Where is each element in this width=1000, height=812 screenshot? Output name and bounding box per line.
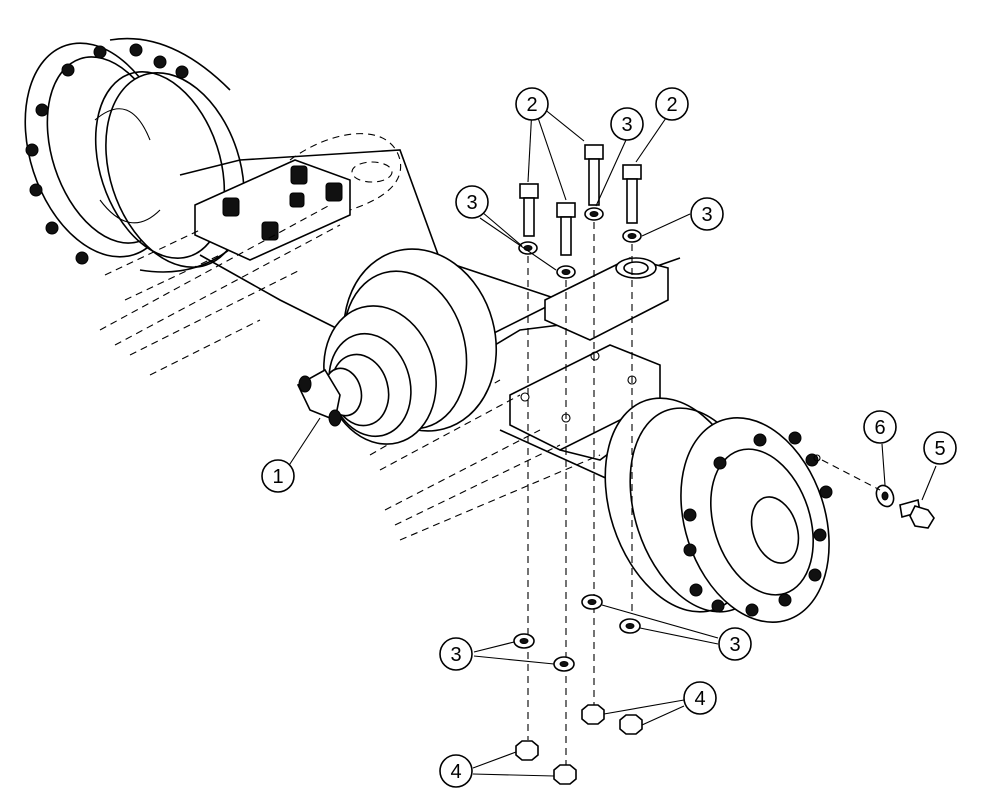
- svg-text:3: 3: [729, 634, 740, 656]
- input-yoke: [296, 367, 363, 427]
- svg-text:4: 4: [450, 761, 461, 783]
- callout-6: 6: [863, 410, 897, 444]
- callout-4-right: 4: [683, 681, 717, 715]
- upper-washers: [518, 207, 642, 279]
- svg-text:2: 2: [526, 94, 537, 116]
- callouts: 1 2 2 3 3 3 3 3: [261, 87, 957, 788]
- callout-2-right: 2: [655, 87, 689, 121]
- bolt-2-c: [584, 144, 604, 206]
- lower-washers: [513, 594, 641, 672]
- right-wheel-hub: [604, 397, 833, 623]
- svg-text:3: 3: [621, 114, 632, 136]
- callout-4-left: 4: [439, 754, 473, 788]
- callout-3-upper-right: 3: [690, 197, 724, 231]
- svg-text:6: 6: [874, 417, 885, 439]
- callout-1: 1: [261, 459, 295, 493]
- bolt-2-a: [519, 183, 539, 237]
- right-hub-lug-bolts: [683, 431, 833, 617]
- bolt-2-d: [622, 164, 642, 224]
- bolt-centerlines: [527, 222, 633, 766]
- bolt-2-b: [556, 202, 576, 256]
- svg-text:3: 3: [466, 192, 477, 214]
- mounting-bolts: [519, 144, 642, 256]
- svg-text:2: 2: [666, 94, 677, 116]
- svg-text:4: 4: [694, 688, 705, 710]
- callout-5: 5: [923, 431, 957, 465]
- leader-lines: [285, 103, 937, 777]
- svg-text:1: 1: [272, 466, 283, 488]
- callout-3-upper-mid: 3: [610, 107, 644, 141]
- drain-plug-parts: [821, 459, 935, 529]
- phantom-frame-lines: [99, 204, 601, 541]
- left-hub-lug-bolts: [25, 43, 189, 265]
- callout-3-lower-right: 3: [718, 627, 752, 661]
- callout-3-upper-left: 3: [455, 185, 489, 219]
- callout-3-lower-left: 3: [439, 637, 473, 671]
- svg-text:3: 3: [701, 204, 712, 226]
- svg-text:5: 5: [934, 438, 945, 460]
- svg-text:3: 3: [450, 644, 461, 666]
- nuts: [515, 704, 643, 785]
- callout-2-left: 2: [515, 87, 549, 121]
- differential-housing: [296, 248, 498, 445]
